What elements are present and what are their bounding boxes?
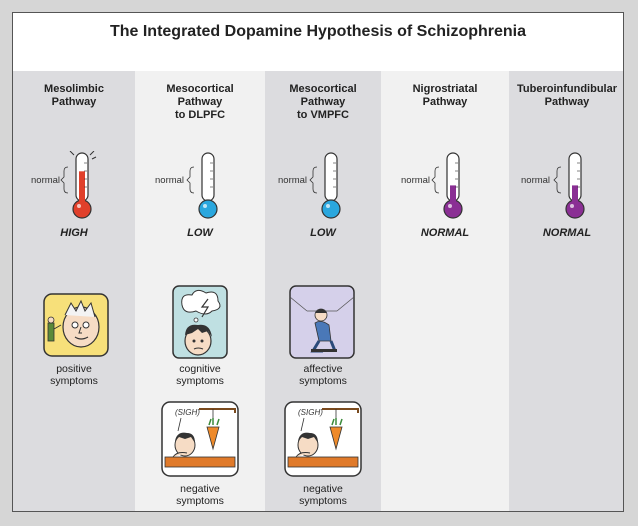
- sigh-text: (SIGH): [175, 408, 200, 417]
- thermometer-icon: [553, 152, 585, 219]
- overflow-marks: [69, 150, 97, 160]
- pathway-name-line: Pathway: [544, 96, 590, 108]
- figure-title: The Integrated Dopamine Hypothesis of Sc…: [109, 23, 527, 40]
- sigh-carrot-icon: (SIGH): [284, 401, 362, 477]
- pathway-name-line: Tuberoinfundibular: [516, 83, 617, 95]
- symptom-caption: affective symptoms: [265, 363, 381, 387]
- pathway-name: Mesolimbic Pathway: [13, 83, 135, 109]
- normal-range-bracket: [60, 166, 69, 194]
- caption-line: symptoms: [176, 495, 224, 507]
- negative-symptoms-panel: (SIGH): [161, 401, 239, 477]
- thermometer: normal: [509, 151, 623, 221]
- thermometer-icon: [309, 152, 341, 219]
- positive-symptoms-panel: [43, 293, 109, 357]
- affective-symptoms-panel: [289, 285, 355, 359]
- thermometer-icon: [431, 152, 463, 219]
- voices-head-icon: [43, 293, 109, 357]
- column-nigrostriatal: Nigrostriatal Pathway normal NORMAL: [381, 71, 509, 511]
- thermometer: normal: [381, 151, 509, 221]
- negative-symptoms-panel: (SIGH): [284, 401, 362, 477]
- bulb-highlight: [570, 204, 574, 208]
- level-label: LOW: [310, 227, 336, 239]
- level-label: NORMAL: [542, 227, 592, 239]
- thermometer-fill: [450, 185, 456, 203]
- normal-label: normal: [521, 175, 551, 186]
- column-mesolimbic: Mesolimbic Pathway normal HIGH: [13, 71, 135, 511]
- pathway-name: Tuberoinfundibular Pathway: [509, 83, 623, 109]
- pathway-name: Mesocortical Pathway to VMPFC: [265, 83, 381, 122]
- normal-label: normal: [278, 175, 308, 186]
- thermometer-tube: [324, 152, 338, 202]
- bulb-highlight: [77, 204, 81, 208]
- normal-label: normal: [31, 175, 61, 186]
- symptom-caption: negative symptoms: [265, 483, 381, 507]
- sigh-carrot-icon: (SIGH): [161, 401, 239, 477]
- normal-range-bracket: [553, 166, 562, 194]
- pathway-name-line: Mesolimbic: [44, 83, 104, 95]
- normal-label: normal: [155, 175, 185, 186]
- caption-line: symptoms: [176, 375, 224, 387]
- thermometer-icon: [186, 152, 218, 219]
- thermometer-fill: [572, 185, 578, 203]
- symptom-caption: positive symptoms: [13, 363, 135, 387]
- thermometer-bulb: [198, 199, 218, 219]
- caption-line: positive: [56, 363, 92, 375]
- thermometer: normal: [13, 150, 135, 221]
- figure-frame: The Integrated Dopamine Hypothesis of Sc…: [12, 12, 624, 512]
- cognitive-symptoms-panel: [172, 285, 228, 359]
- thermometer-tube: [201, 152, 215, 202]
- pathway-name-line: to VMPFC: [297, 109, 349, 121]
- pathway-name: Mesocortical Pathway to DLPFC: [135, 83, 265, 122]
- caption-line: symptoms: [50, 375, 98, 387]
- sad-sitting-person-icon: [289, 285, 355, 359]
- level-label: HIGH: [60, 227, 88, 239]
- thermometer-bulb: [321, 199, 341, 219]
- normal-range-bracket: [309, 166, 318, 194]
- pathway-name-line: Pathway: [422, 96, 468, 108]
- column-tuberoinfundibular: Tuberoinfundibular Pathway normal NORMAL: [509, 71, 623, 511]
- symptom-caption: cognitive symptoms: [135, 363, 265, 387]
- pathway-name-line: Mesocortical: [166, 83, 234, 95]
- thermometer: normal: [135, 151, 265, 221]
- bulb-highlight: [448, 204, 452, 208]
- thermometer-icon: [60, 150, 97, 219]
- pathway-name-line: Pathway: [51, 96, 97, 108]
- caption-line: symptoms: [299, 375, 347, 387]
- symptom-caption: negative symptoms: [135, 483, 265, 507]
- level-label: NORMAL: [420, 227, 470, 239]
- sigh-text: (SIGH): [298, 408, 323, 417]
- bulb-highlight: [326, 204, 330, 208]
- pathway-name-line: Pathway: [177, 96, 223, 108]
- caption-line: negative: [303, 483, 343, 495]
- column-mesocortical-dlpfc: Mesocortical Pathway to DLPFC normal LOW: [135, 71, 265, 511]
- normal-range-bracket: [186, 166, 195, 194]
- level-label: LOW: [187, 227, 213, 239]
- bulb-highlight: [203, 204, 207, 208]
- caption-line: symptoms: [299, 495, 347, 507]
- pathway-name-line: Pathway: [300, 96, 346, 108]
- thermometer: normal: [265, 151, 381, 221]
- pathway-name: Nigrostriatal Pathway: [381, 83, 509, 109]
- caption-line: negative: [180, 483, 220, 495]
- normal-label: normal: [401, 175, 431, 186]
- caption-line: affective: [303, 363, 343, 375]
- pathway-name-line: to DLPFC: [174, 109, 226, 121]
- thermometer-fill: [79, 171, 85, 203]
- caption-line: cognitive: [179, 363, 221, 375]
- pathway-name-line: Nigrostriatal: [412, 83, 478, 95]
- confused-thought-icon: [172, 285, 228, 359]
- normal-range-bracket: [431, 166, 440, 194]
- column-mesocortical-vmpfc: Mesocortical Pathway to VMPFC normal LOW…: [265, 71, 381, 511]
- pathway-name-line: Mesocortical: [289, 83, 357, 95]
